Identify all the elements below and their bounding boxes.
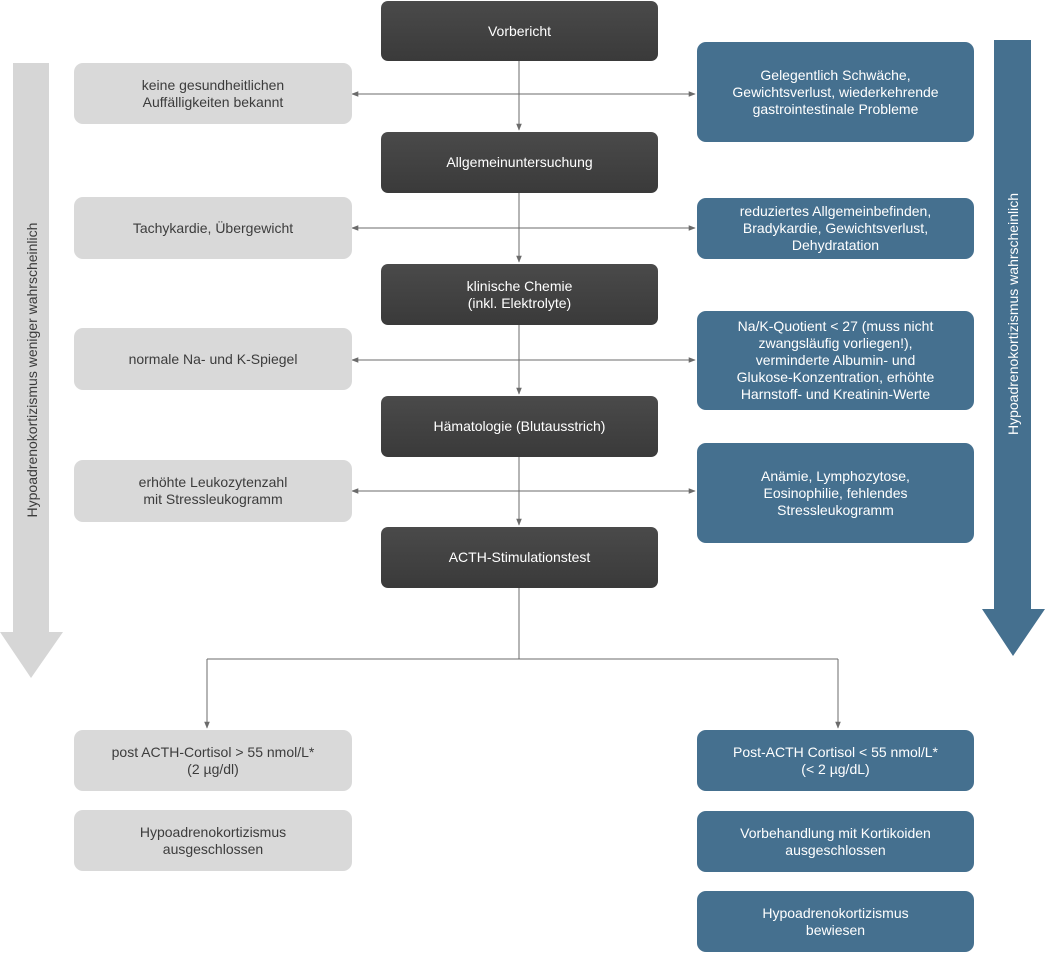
left-trend-arrow <box>0 63 63 678</box>
right-finding-3: Na/K-Quotient < 27 (muss nicht zwangsläu… <box>697 311 974 410</box>
step-acth-stimulationstest: ACTH-Stimulationstest <box>381 527 658 588</box>
left-finding-1: keine gesundheitlichen Auffälligkeiten b… <box>74 63 352 124</box>
step-allgemeinuntersuchung: Allgemeinuntersuchung <box>381 132 658 193</box>
step-vorbericht: Vorbericht <box>381 1 658 61</box>
left-finding-3: normale Na- und K-Spiegel <box>74 328 352 390</box>
step-klinische-chemie: klinische Chemie (inkl. Elektrolyte) <box>381 264 658 325</box>
right-finding-2: reduziertes Allgemeinbefinden, Bradykard… <box>697 198 974 259</box>
right-trend-label: Hypoadrenokortizismus wahrscheinlich <box>1005 193 1021 435</box>
left-finding-4: erhöhte Leukozytenzahl mit Stressleukogr… <box>74 460 352 522</box>
step-haematologie: Hämatologie (Blutausstrich) <box>381 396 658 457</box>
left-trend-label: Hypoadrenokortizismus weniger wahrschein… <box>24 222 40 518</box>
left-finding-2: Tachykardie, Übergewicht <box>74 197 352 259</box>
right-trend-arrow <box>982 40 1045 656</box>
right-outcome-pretreatment: Vorbehandlung mit Kortikoiden ausgeschlo… <box>697 811 974 872</box>
right-outcome-proven: Hypoadrenokortizismus bewiesen <box>697 891 974 952</box>
left-outcome-cortisol: post ACTH-Cortisol > 55 nmol/L* (2 µg/dl… <box>74 730 352 791</box>
right-finding-4: Anämie, Lymphozytose, Eosinophilie, fehl… <box>697 443 974 543</box>
left-outcome-excluded: Hypoadrenokortizismus ausgeschlossen <box>74 810 352 871</box>
right-finding-1: Gelegentlich Schwäche, Gewichtsverlust, … <box>697 42 974 142</box>
right-outcome-cortisol: Post-ACTH Cortisol < 55 nmol/L* (< 2 µg/… <box>697 730 974 791</box>
